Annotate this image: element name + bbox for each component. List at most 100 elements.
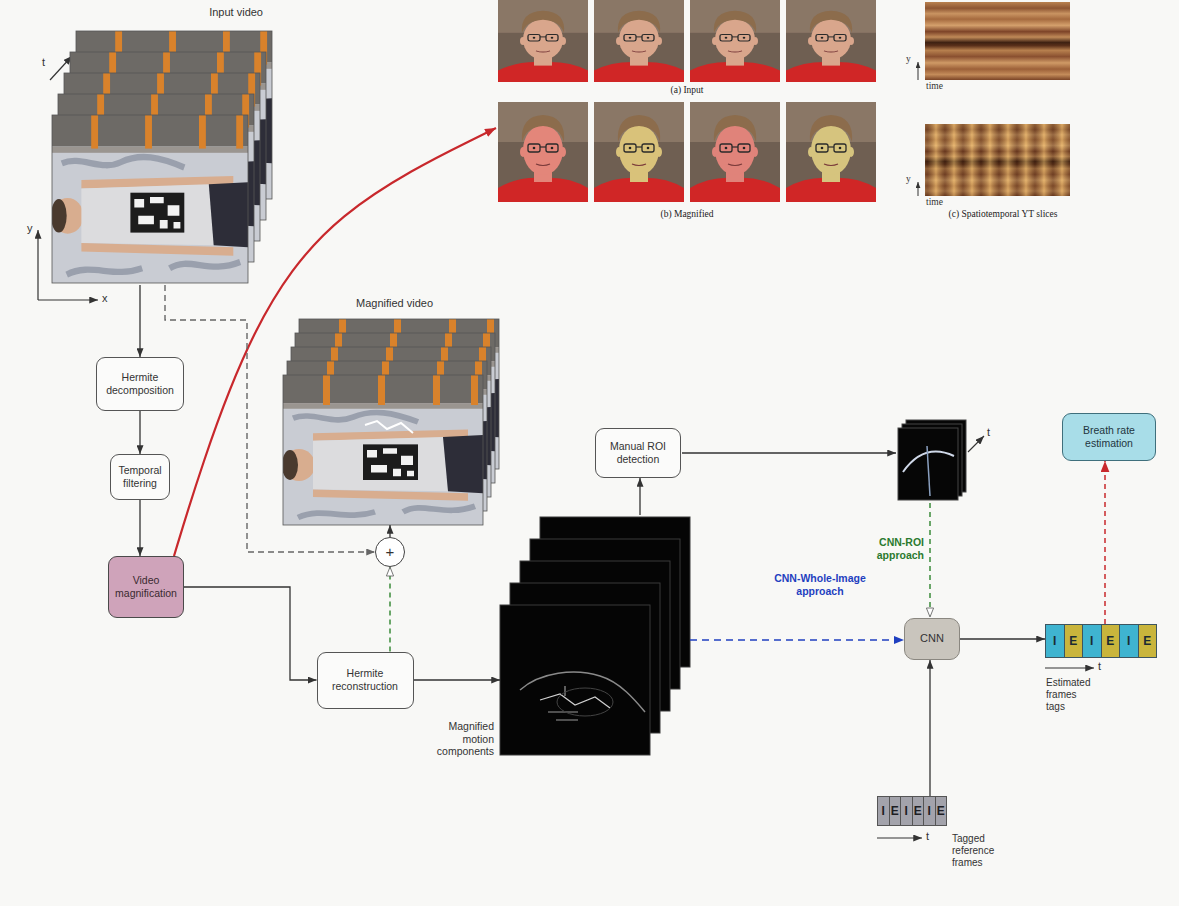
node-label: + (386, 543, 395, 561)
approach-label: CNN-ROI approach (852, 536, 924, 561)
motion-component-frames (540, 694, 610, 708)
whole-image-arrow (690, 639, 904, 641)
magnified-video-frames (365, 421, 413, 433)
roi-frames (898, 428, 958, 500)
magnified-video-frames (282, 375, 483, 525)
input-video-stack: Input video (50, 28, 275, 285)
face-images (594, 0, 684, 82)
tag-cell: I (1046, 625, 1064, 657)
node-label: Manual ROI detection (601, 440, 675, 465)
motion-component-frames (520, 672, 645, 712)
input-video-frames (51, 115, 248, 283)
roi-leader-lines (682, 453, 930, 617)
process-box: Hermite decomposition (96, 357, 184, 411)
axis-label: y (27, 222, 33, 235)
input-video-axes (38, 299, 98, 300)
spatiotemporal-slices (925, 124, 1070, 196)
edge-label: CNN-Whole-Image approach (760, 572, 880, 597)
tag-cell: E (889, 797, 901, 825)
stack-heading: Magnified motion components (426, 720, 494, 758)
face-images (498, 0, 588, 82)
tag-cell: I (1082, 625, 1101, 657)
face-images (498, 102, 588, 202)
stack-heading: Tagged reference frames (952, 833, 1004, 869)
flow-arrow (960, 638, 1045, 639)
flow-arrow (184, 587, 317, 680)
stack-heading: Magnified video (356, 297, 476, 310)
flow-arrow (929, 660, 930, 796)
spatiotemporal-slices (925, 2, 1070, 80)
flow-arrow (639, 478, 640, 515)
face-images (594, 102, 684, 202)
tag-cell: E (1101, 625, 1120, 657)
tag-cell: I (923, 797, 935, 825)
spatiotemporal-slices (918, 2, 1070, 196)
estimate-arrow (1104, 461, 1106, 624)
node-label: Hermite reconstruction (323, 667, 408, 692)
axis-label: t (42, 56, 45, 69)
tag-strip: IEIEIEEstimated frames tags (1045, 624, 1157, 658)
flow-arrow (139, 285, 140, 357)
reconstruction-arrow (389, 567, 391, 652)
time-axis-arrows (877, 837, 922, 838)
process-box: Temporal filtering (110, 454, 170, 500)
result-arrow (174, 128, 496, 556)
roi-leader-lines (682, 452, 896, 453)
process-box: Manual ROI detection (595, 428, 681, 478)
tag-cell: E (912, 797, 924, 825)
bypass-arrow (165, 285, 375, 552)
node-label: CNN (920, 632, 944, 645)
axis-label: t (987, 426, 990, 439)
magnified-video-frames (283, 375, 483, 525)
tag-cell: E (1138, 625, 1157, 657)
axis-label: y (906, 174, 911, 185)
node-label: Temporal filtering (116, 464, 164, 489)
input-video-axes (37, 230, 38, 300)
spatiotemporal-slices (918, 182, 919, 196)
figure-caption: (a) Input (587, 85, 787, 96)
input-video-frames (52, 115, 248, 283)
figure-caption: (b) Magnified (587, 209, 787, 220)
spatiotemporal-slices (918, 62, 919, 80)
tag-cell: I (1119, 625, 1138, 657)
tag-cell: E (1064, 625, 1083, 657)
magnified-video-frames (282, 319, 499, 525)
output-box: Breath rate estimation (1062, 413, 1156, 461)
figure-caption: (c) Spatiotemporal YT slices (873, 209, 1133, 220)
roi-frames (927, 446, 930, 496)
result-figure: (a) Input(b) Magnified(c) Spatiotemporal… (496, 0, 1074, 224)
flow-arrow (139, 411, 140, 454)
axis-label: x (102, 292, 108, 305)
node-label: Breath rate estimation (1068, 424, 1150, 449)
stack-heading: Input video (138, 6, 263, 19)
cnn-block: CNN (904, 618, 960, 660)
stack-heading: Estimated frames tags (1046, 677, 1096, 713)
tag-cell: E (935, 797, 947, 825)
motion-component-frames (557, 688, 613, 716)
process-box: Hermite reconstruction (317, 652, 414, 709)
input-video-frames (51, 31, 272, 283)
motion-component-frames (500, 605, 650, 755)
flow-arrow (414, 679, 501, 680)
roi-frames (898, 420, 984, 500)
time-axis-arrows (1045, 667, 1094, 668)
flow-arrow (139, 500, 140, 556)
axis-label: t (1098, 660, 1101, 673)
face-images (690, 0, 780, 82)
axis-label: y (906, 54, 911, 65)
tag-cell: I (900, 797, 912, 825)
axis-label: t (926, 830, 929, 843)
roi-frames (968, 436, 984, 452)
motion-components-stack: Magnified motion components (500, 515, 690, 755)
tag-cell: I (878, 797, 889, 825)
face-images (786, 102, 876, 202)
face-images (498, 0, 876, 202)
axis-label: time (926, 81, 943, 92)
face-images (690, 102, 780, 202)
tag-strip: IEIEIETagged reference frames (877, 796, 947, 826)
axis-label: time (926, 197, 943, 208)
face-images (786, 0, 876, 82)
